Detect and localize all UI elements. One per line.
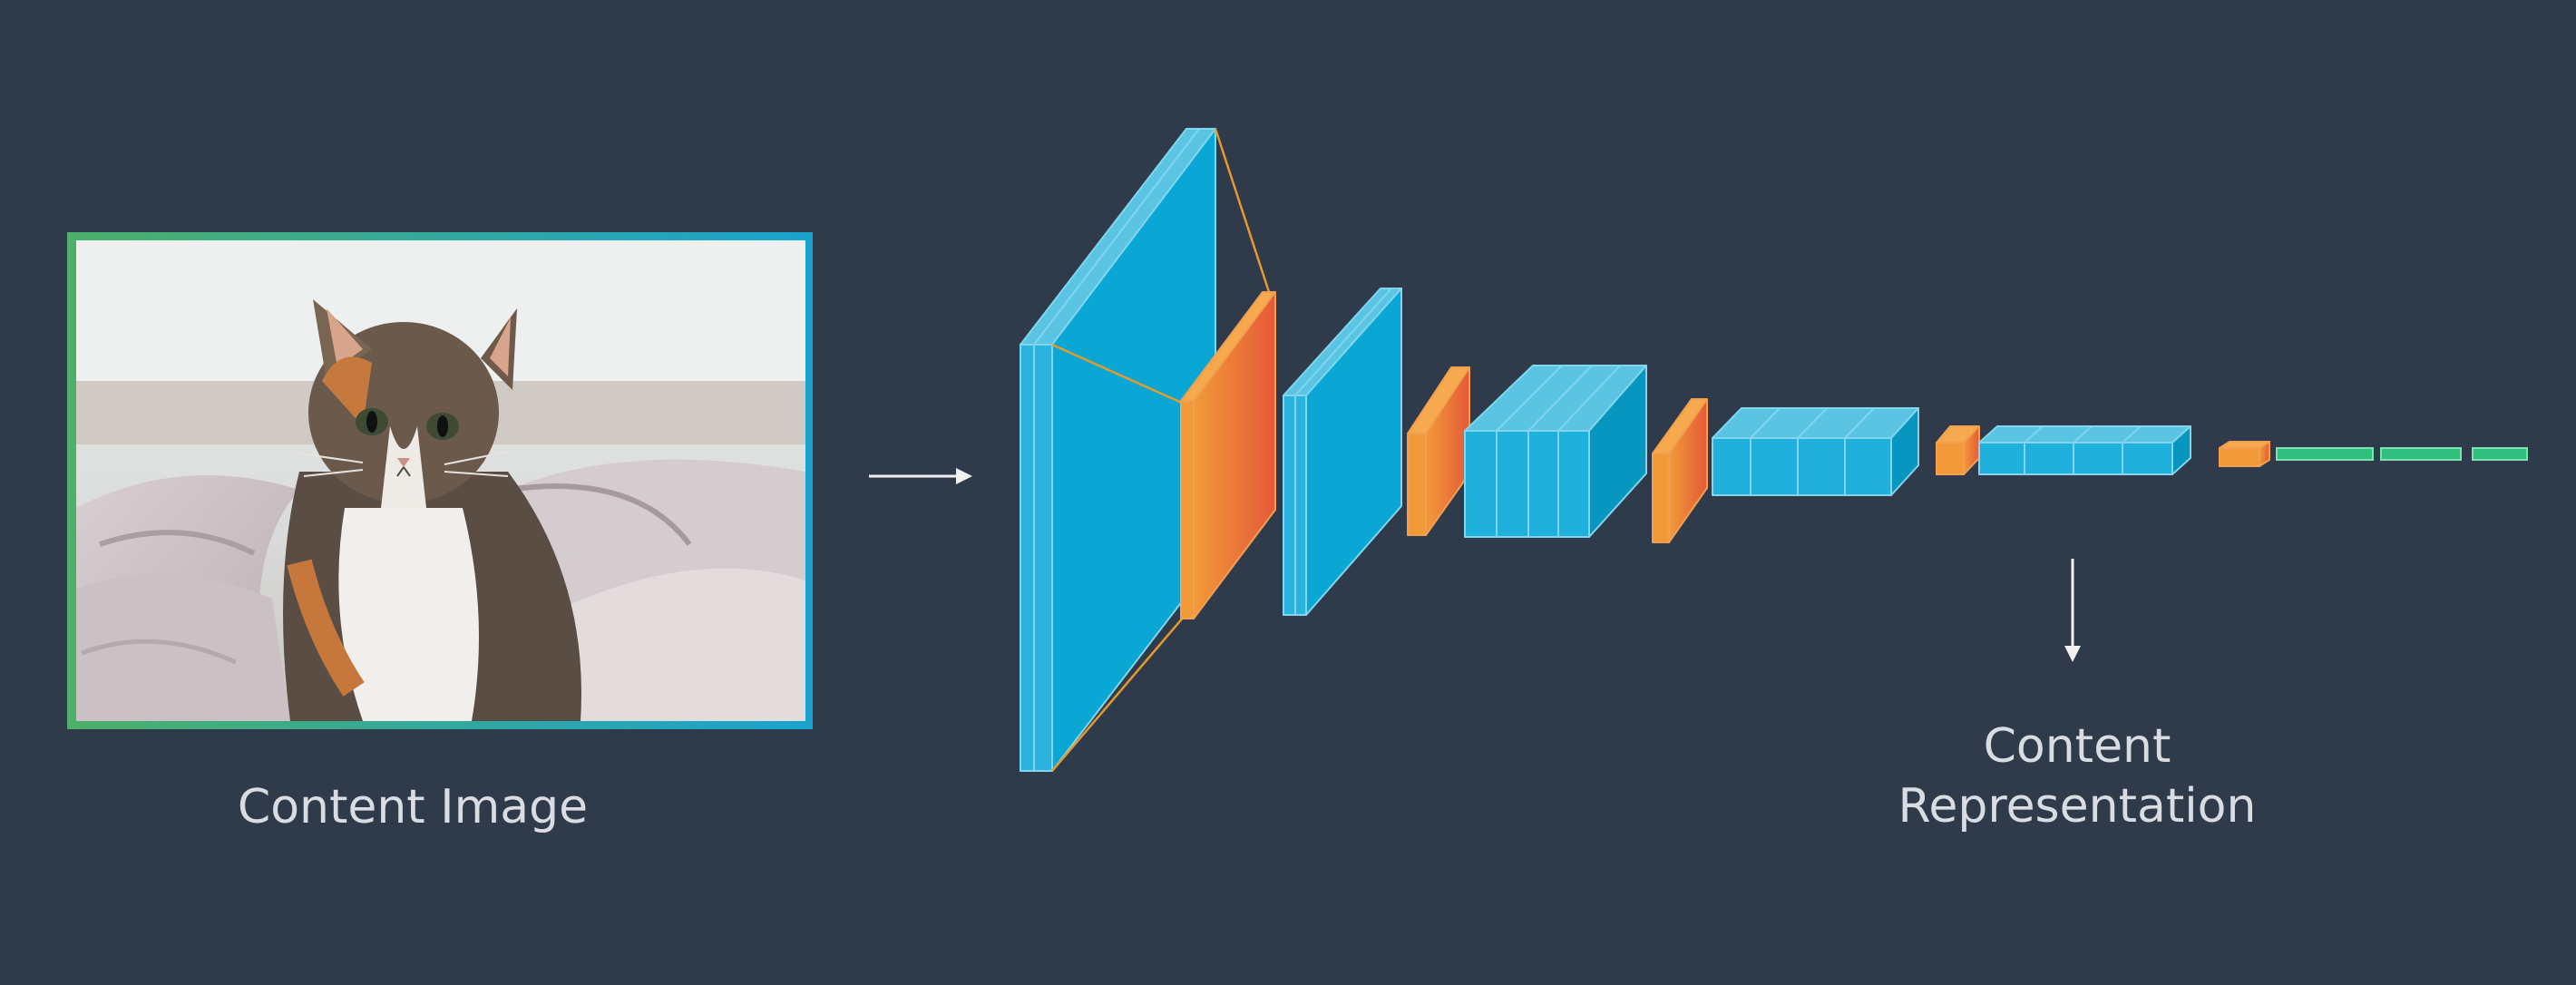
arrow-down-icon [2064, 559, 2081, 662]
pool-layer-2 [1407, 366, 1470, 536]
conv-block-3 [1464, 365, 1647, 538]
pool-layer-3 [1652, 398, 1708, 543]
cnn-layers [1020, 128, 2270, 772]
arrow-right-icon [869, 468, 972, 484]
content-image [67, 232, 813, 729]
dense-layer-2 [2380, 447, 2462, 461]
pool-layer-1 [1180, 291, 1276, 619]
conv-block-5 [1978, 425, 2191, 475]
dense-layer-1 [2276, 447, 2374, 461]
pool-layer-4 [1936, 425, 1980, 475]
cat-photo [76, 240, 805, 721]
dense-layers [2276, 447, 2528, 461]
pool-layer-5 [2219, 441, 2270, 467]
receptive-field-connectors [1051, 128, 1272, 772]
content-representation-line1: Content [1983, 719, 2171, 774]
dense-layer-3 [2472, 447, 2528, 461]
conv-block-4 [1712, 407, 1919, 496]
conv-layer-1 [1020, 128, 1216, 772]
content-image-label: Content Image [237, 780, 589, 834]
conv-layer-2 [1283, 288, 1402, 616]
content-representation-label: Content Representation [1805, 717, 2349, 836]
content-representation-line2: Representation [1898, 779, 2257, 834]
